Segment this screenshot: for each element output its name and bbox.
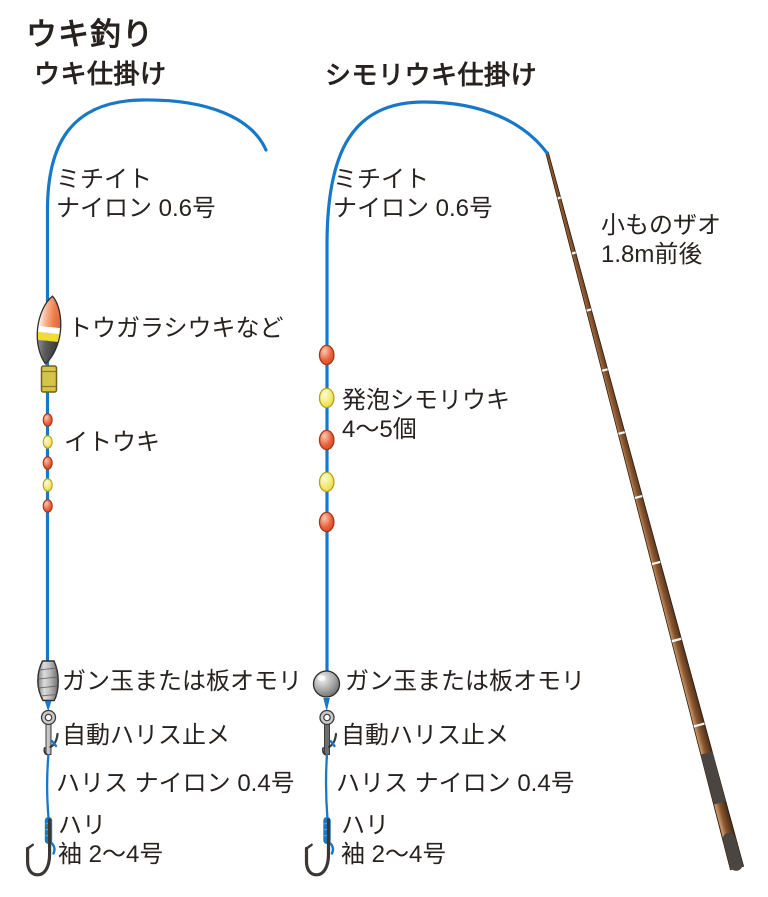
- float-rig-hook-label: ハリ 袖 2〜4号: [58, 811, 163, 870]
- main-line-label-line2: ナイロン 0.6号: [333, 195, 494, 223]
- split-shot-sinker: [312, 670, 341, 698]
- shimori-label-line1: 発泡シモリウキ: [342, 387, 510, 414]
- float-label: トウガラシウキなど: [68, 315, 284, 342]
- float-rig-title: ウキ仕掛け: [34, 59, 167, 89]
- shimori-rig-leader-label: ハリス ナイロン 0.4号: [336, 770, 575, 797]
- float-rig-main-line-label: ミチイト ナイロン 0.6号: [56, 165, 216, 224]
- shimori-rig-graphics: [304, 100, 549, 877]
- shimori-rig-stopper-label: 自動ハリス止メ: [341, 722, 509, 749]
- float-rig-leader-line: [45, 753, 50, 820]
- fishing-rod: [545, 151, 745, 871]
- rod-butt-cap: [722, 832, 743, 871]
- float-stopper-tube: [40, 365, 58, 393]
- chili-float: [34, 294, 64, 366]
- rod-label-line2: 1.8m前後: [601, 241, 703, 269]
- main-line-label-line2: ナイロン 0.6号: [56, 195, 217, 223]
- hook-label-line1: ハリ: [58, 812, 106, 839]
- rod-grip: [700, 751, 726, 805]
- shimori-rig-sinker-label: ガン玉または板オモリ: [345, 668, 585, 695]
- shimori-rig-title: シモリウキ仕掛け: [325, 60, 538, 90]
- hook-label-line2: 袖 2〜4号: [58, 841, 164, 869]
- shimori-rig-hook-label: ハリ 袖 2〜4号: [341, 811, 446, 870]
- sheet-sinker: [37, 660, 59, 702]
- shimori-label-line2: 4〜5個: [342, 416, 417, 444]
- shimori-rig-leader-line: [324, 753, 329, 820]
- rod-label-line1: 小ものザオ: [601, 212, 721, 239]
- page-title: ウキ釣り: [26, 17, 154, 52]
- float-rig-leader-label: ハリス ナイロン 0.4号: [56, 770, 295, 797]
- rod-label: 小ものザオ 1.8m前後: [601, 211, 721, 270]
- main-line-label-line1: ミチイト: [56, 166, 152, 193]
- shimori-rig-main-line: [325, 100, 549, 676]
- float-rig-sinker-label: ガン玉または板オモリ: [62, 668, 302, 695]
- hook-label-line1: ハリ: [341, 812, 389, 839]
- shimori-rig-main-line-label: ミチイト ナイロン 0.6号: [333, 165, 493, 224]
- hook-label-line2: 袖 2〜4号: [341, 841, 447, 869]
- auto-line-stopper: [40, 701, 59, 756]
- float-rig-stopper-label: 自動ハリス止メ: [62, 722, 230, 749]
- shimori-float-label: 発泡シモリウキ 4〜5個: [342, 386, 510, 445]
- float-rig-main-line: [45, 98, 268, 664]
- auto-line-stopper: [319, 698, 338, 756]
- fish-hook: [26, 817, 56, 877]
- rod-joints: [557, 196, 705, 728]
- shimori-float-beads: [318, 344, 335, 533]
- fish-hook: [304, 817, 335, 877]
- thread-float-beads: [42, 413, 53, 513]
- main-line-label-line1: ミチイト: [333, 166, 429, 193]
- thread-float-label: イトウキ: [64, 429, 160, 456]
